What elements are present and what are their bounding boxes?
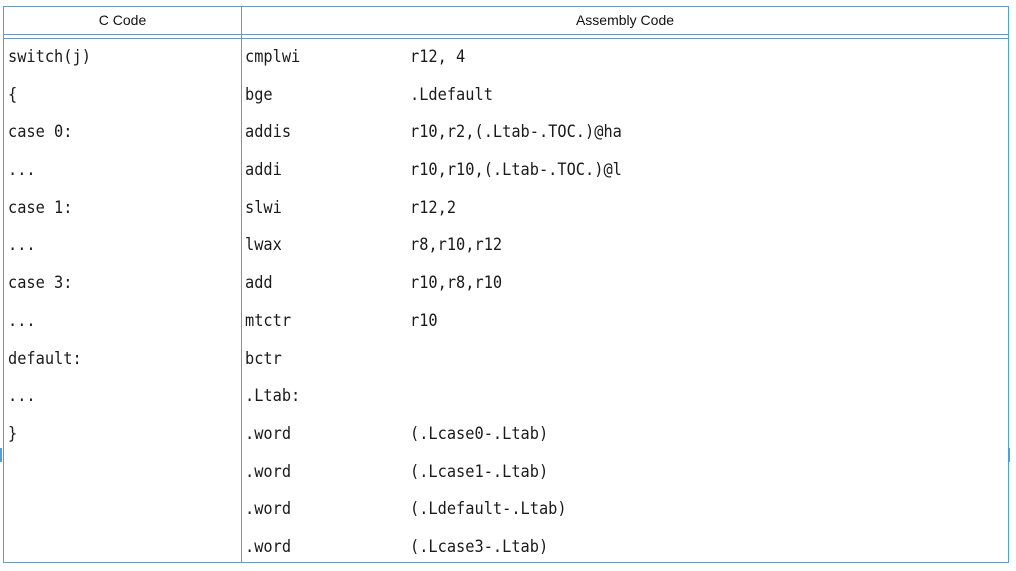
- asm-opcode-cell: bge: [245, 84, 273, 105]
- column-divider: [241, 7, 242, 562]
- asm-operands-cell: r10,r8,r10: [410, 273, 503, 294]
- asm-operands-cell: r12, 4: [410, 47, 466, 67]
- header-rule: [4, 34, 1008, 39]
- right-edge-marker: [1008, 448, 1010, 462]
- table-body: switch(j) cmplwi r12, 4 { bge .Ldefault …: [4, 39, 1008, 567]
- c-code-cell: }: [8, 423, 18, 444]
- asm-opcode-cell: .word: [245, 499, 292, 520]
- asm-operands-cell: r10: [410, 310, 438, 331]
- asm-opcode-cell: mtctr: [245, 310, 292, 331]
- table-row: .word (.Lcase1-.Ltab): [4, 454, 1008, 492]
- c-code-cell: ...: [8, 160, 36, 181]
- c-code-cell: case 3:: [8, 273, 73, 294]
- asm-opcode-cell: .word: [245, 536, 292, 557]
- code-comparison-table: C Code Assembly Code switch(j) cmplwi r1…: [3, 6, 1009, 563]
- asm-operands-cell: .Ldefault: [410, 84, 493, 105]
- left-edge-marker: [0, 448, 2, 462]
- table-row: ... addi r10,r10,(.Ltab-.TOC.)@l: [4, 152, 1008, 190]
- c-code-cell: ...: [8, 386, 36, 407]
- asm-opcode-cell: lwax: [245, 235, 282, 256]
- c-code-cell: ...: [8, 310, 36, 331]
- asm-operands-cell: r10,r10,(.Ltab-.TOC.)@l: [410, 160, 622, 181]
- asm-operands-cell: r8,r10,r12: [410, 235, 503, 256]
- table-row: switch(j) cmplwi r12, 4: [4, 39, 1008, 77]
- asm-operands-cell: r10,r2,(.Ltab-.TOC.)@ha: [410, 122, 622, 143]
- table-row: ... mtctr r10: [4, 303, 1008, 341]
- asm-opcode-cell: .word: [245, 461, 292, 482]
- asm-opcode-cell: add: [245, 273, 273, 294]
- c-code-cell: case 1:: [8, 197, 73, 218]
- asm-operands-cell: (.Lcase0-.Ltab): [410, 423, 549, 444]
- asm-operands-cell: (.Ldefault-.Ltab): [410, 499, 567, 520]
- table-row: ... .Ltab:: [4, 378, 1008, 416]
- table-row: case 1: slwi r12,2: [4, 190, 1008, 228]
- asm-opcode-cell: .Ltab:: [245, 386, 301, 407]
- c-code-cell: default:: [8, 348, 82, 369]
- asm-opcode-cell: cmplwi: [245, 47, 301, 67]
- table-row: case 3: add r10,r8,r10: [4, 265, 1008, 303]
- asm-operands-cell: (.Lcase1-.Ltab): [410, 461, 549, 482]
- header-assembly-code: Assembly Code: [575, 12, 675, 28]
- table-row: .word (.Lcase3-.Ltab): [4, 529, 1008, 567]
- c-code-cell: switch(j): [8, 47, 91, 67]
- table-row: .word (.Ldefault-.Ltab): [4, 491, 1008, 529]
- c-code-cell: case 0:: [8, 122, 73, 143]
- asm-operands-cell: r12,2: [410, 197, 457, 218]
- asm-opcode-cell: addi: [245, 160, 282, 181]
- asm-opcode-cell: slwi: [245, 197, 282, 218]
- table-row: case 0: addis r10,r2,(.Ltab-.TOC.)@ha: [4, 114, 1008, 152]
- asm-opcode-cell: addis: [245, 122, 292, 143]
- table-row: } .word (.Lcase0-.Ltab): [4, 416, 1008, 454]
- header-c-code: C Code: [98, 12, 147, 28]
- asm-opcode-cell: .word: [245, 423, 292, 444]
- c-code-cell: ...: [8, 235, 36, 256]
- table-row: { bge .Ldefault: [4, 77, 1008, 115]
- c-code-cell: {: [8, 84, 18, 105]
- asm-operands-cell: (.Lcase3-.Ltab): [410, 536, 549, 557]
- asm-opcode-cell: bctr: [245, 348, 282, 369]
- table-row: ... lwax r8,r10,r12: [4, 227, 1008, 265]
- table-row: default: bctr: [4, 341, 1008, 379]
